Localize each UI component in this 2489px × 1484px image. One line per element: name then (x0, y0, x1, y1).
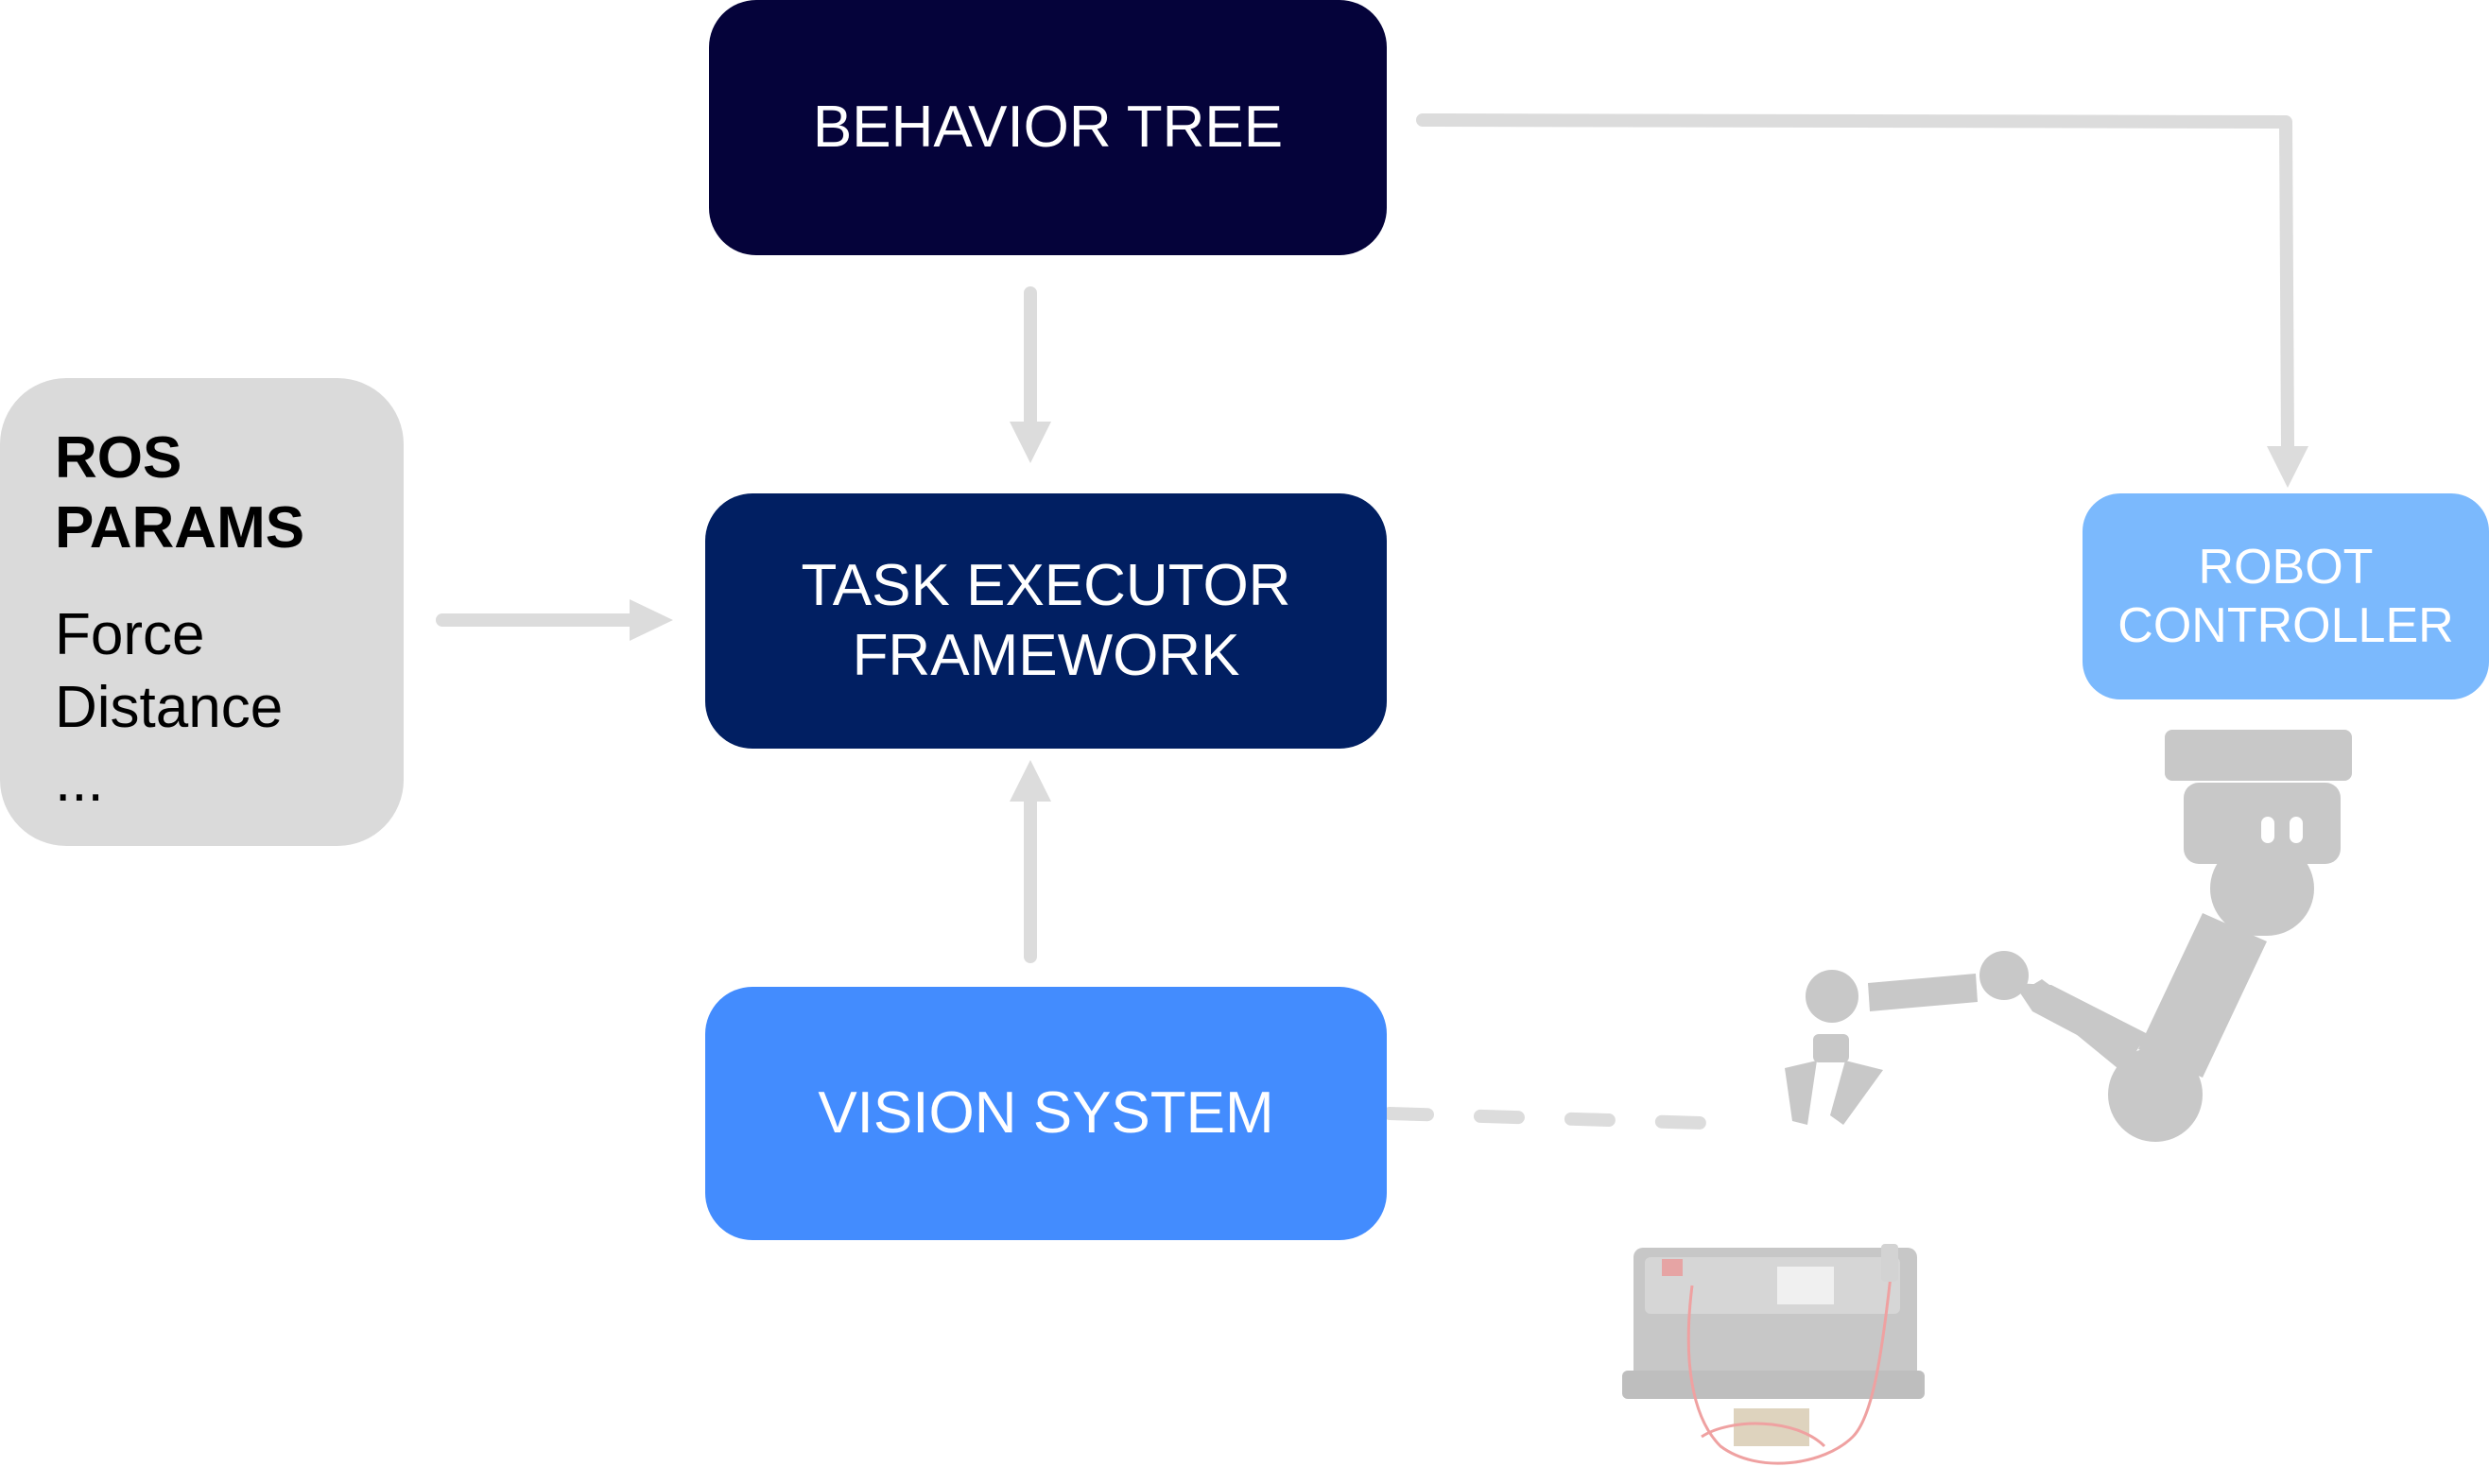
vision-system-label: VISION SYSTEM (818, 1079, 1274, 1146)
vision-system-node: VISION SYSTEM (705, 987, 1387, 1240)
ros-params-item-ellipsis: ... (55, 748, 104, 814)
task-executor-label-line2: FRAMEWORK (852, 623, 1240, 688)
ros-params-node: ROS PARAMS Force Distance ... (0, 378, 404, 846)
ros-params-item-distance: Distance (55, 675, 284, 741)
ros-params-item-force: Force (55, 601, 205, 667)
robot-controller-label-line1: ROBOT (2198, 539, 2374, 595)
robot-controller-label-line2: CONTROLLER (2117, 598, 2454, 653)
robot-arm-icon (1785, 730, 2352, 1142)
ros-params-title-line2: PARAMS (55, 495, 305, 561)
device-photo-icon (1622, 1244, 1925, 1465)
arrow-params-to-te (436, 599, 673, 641)
arrow-vs-to-te (1010, 760, 1051, 963)
task-executor-label-line1: TASK EXECUTOR (801, 552, 1291, 618)
dashed-link-vision-to-gripper (1383, 1107, 1708, 1130)
behavior-tree-label: BEHAVIOR TREE (812, 94, 1284, 160)
ros-params-title-line1: ROS (55, 425, 182, 491)
robot-controller-node: ROBOT CONTROLLER (2083, 493, 2489, 699)
arrow-bt-to-te (1010, 286, 1051, 463)
arrow-bt-to-rc (1416, 113, 2308, 488)
task-executor-node: TASK EXECUTOR FRAMEWORK (705, 493, 1387, 749)
behavior-tree-node: BEHAVIOR TREE (709, 0, 1387, 255)
